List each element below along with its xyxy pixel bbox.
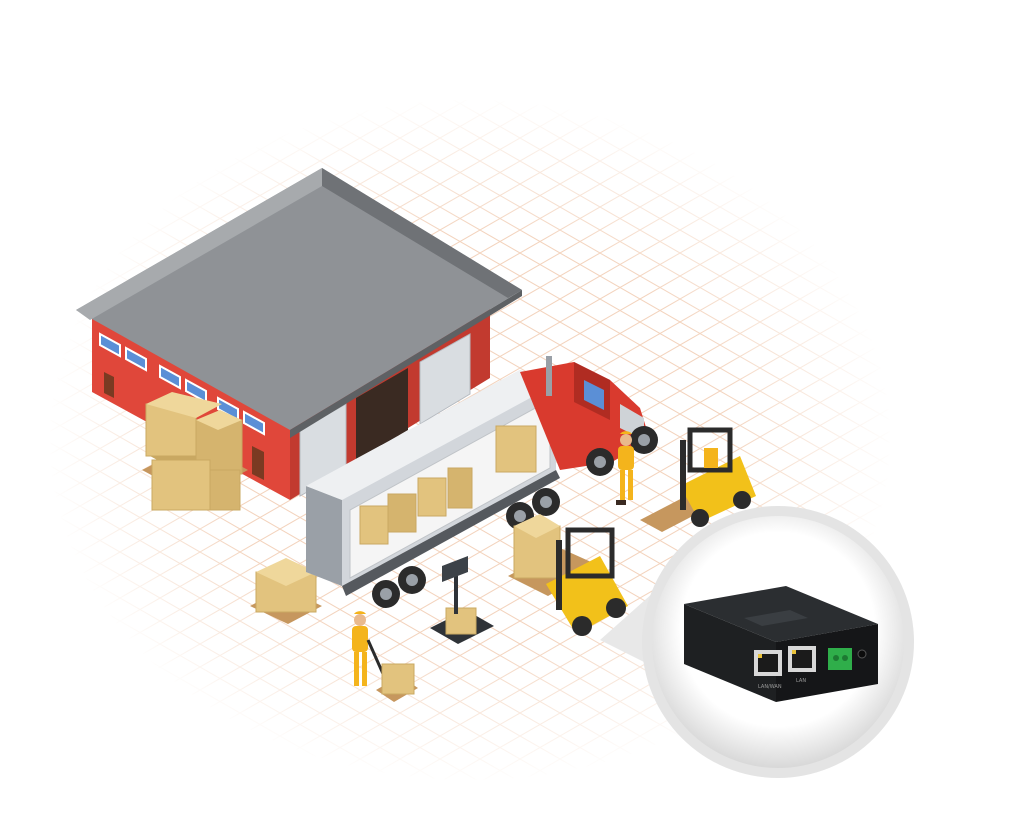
warehouse-windows: [99, 332, 265, 436]
semi-truck: [306, 356, 658, 608]
box-stack-left: [142, 392, 248, 511]
worker-pallet-jack: [352, 611, 418, 702]
rj45-port-icon: [788, 646, 816, 672]
forklift-right: [640, 427, 756, 532]
worker-near-cab: [616, 431, 634, 505]
weighing-scale: [430, 556, 494, 644]
rj45-port-icon: [754, 650, 782, 676]
trailer-cargo-boxes: [359, 425, 537, 545]
truck-cab: [520, 356, 658, 476]
port-label-lan-wan: LAN/WAN: [758, 684, 782, 690]
box-stack-front-left: [250, 558, 322, 624]
port-label-lan: LAN: [796, 678, 806, 684]
forklift-center: [508, 514, 628, 636]
power-jack-icon: [857, 649, 867, 659]
industrial-router-device: LAN/WAN LAN: [684, 586, 878, 702]
terminal-block-icon: [828, 648, 852, 670]
